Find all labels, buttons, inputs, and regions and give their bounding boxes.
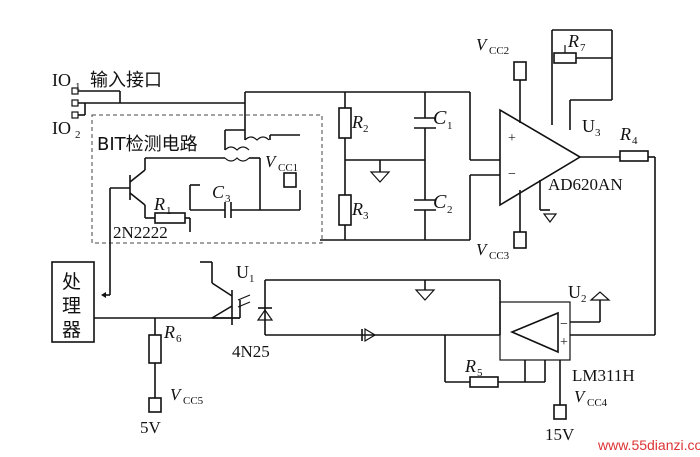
label-vcc2-sub: CC2 — [489, 45, 509, 57]
label-r7: R — [567, 31, 579, 51]
label-io2-sub: 2 — [75, 129, 81, 141]
label-r1-sub: 1 — [166, 205, 172, 217]
label-u1: U — [236, 262, 249, 282]
label-vcc1-sub: CC1 — [278, 162, 298, 174]
label-c3-sub: 3 — [225, 193, 231, 205]
ground-symbol-comp — [414, 280, 436, 301]
label-bit-circuit: BIT检测电路 — [97, 134, 198, 155]
label-processor-1: 处 — [62, 271, 81, 293]
label-u2-sub: 2 — [581, 293, 587, 305]
label-r2: R — [351, 112, 363, 132]
resistor-r3 — [338, 194, 352, 226]
capacitor-c2 — [414, 199, 436, 211]
label-r6-sub: 6 — [176, 333, 182, 345]
label-r3-sub: 3 — [363, 210, 369, 222]
label-vcc4: V — [574, 387, 587, 406]
label-u1-sub: 1 — [249, 273, 255, 285]
transistor-2n2222 — [101, 157, 225, 298]
transformer — [224, 129, 301, 211]
capacitor-c1 — [414, 117, 436, 129]
label-comp-plus: + — [560, 335, 568, 350]
label-comp-minus: − — [560, 317, 568, 332]
label-vcc3: V — [476, 240, 489, 259]
label-inamp: AD620AN — [548, 175, 623, 194]
label-opto: 4N25 — [232, 342, 270, 361]
label-u3: U — [582, 116, 595, 136]
label-inamp-plus: + — [508, 131, 516, 146]
watermark-text: www.55dianzi.com — [597, 437, 700, 453]
label-processor-2: 理 — [62, 295, 81, 317]
resistor-r2 — [338, 107, 352, 139]
label-io2: IO — [52, 118, 71, 138]
label-c3: C — [212, 182, 225, 202]
bit-box — [91, 114, 323, 244]
label-vcc5-sub: CC5 — [183, 395, 204, 407]
label-r4-sub: 4 — [632, 135, 638, 147]
label-io1-sub: 1 — [75, 81, 81, 93]
label-vcc2: V — [476, 35, 489, 54]
optocoupler-u1 — [200, 261, 251, 325]
io-terminals — [71, 87, 245, 119]
label-r5: R — [464, 356, 476, 376]
label-15v: 15V — [545, 425, 575, 444]
label-r7-sub: 7 — [580, 42, 586, 54]
resistor-r6 — [148, 334, 162, 364]
label-r4: R — [619, 124, 631, 144]
processor-box — [51, 261, 95, 343]
led-diode — [256, 279, 500, 336]
label-processor-3: 器 — [62, 319, 81, 341]
label-r2-sub: 2 — [363, 123, 369, 135]
label-r6: R — [163, 322, 175, 342]
vcc5-terminal — [148, 397, 162, 413]
comparator-lm311 — [444, 280, 611, 420]
label-inamp-minus: − — [508, 167, 516, 182]
label-r1: R — [153, 194, 165, 214]
label-u3-sub: 3 — [595, 127, 601, 139]
label-c2-sub: 2 — [447, 204, 453, 216]
label-c1: C — [433, 107, 447, 129]
label-vcc5: V — [170, 385, 183, 404]
label-u2: U — [568, 282, 581, 302]
label-io1: IO — [52, 70, 71, 90]
label-c2: C — [433, 191, 447, 213]
label-vcc3-sub: CC3 — [489, 250, 510, 262]
label-r3: R — [351, 199, 363, 219]
label-vcc4-sub: CC4 — [587, 397, 608, 409]
label-comparator: LM311H — [572, 366, 635, 385]
label-r5-sub: 5 — [477, 367, 483, 379]
label-c1-sub: 1 — [447, 120, 453, 132]
label-vcc1: V — [265, 152, 278, 171]
label-5v: 5V — [140, 418, 162, 437]
vcc1-terminal — [283, 172, 297, 188]
ground-symbol-mid — [369, 160, 391, 183]
label-transistor: 2N2222 — [113, 223, 168, 242]
diode-series — [361, 327, 377, 343]
inamp-ad620 — [499, 29, 656, 336]
label-io1-text: 输入接口 — [90, 70, 162, 91]
capacitor-c3 — [189, 184, 260, 218]
